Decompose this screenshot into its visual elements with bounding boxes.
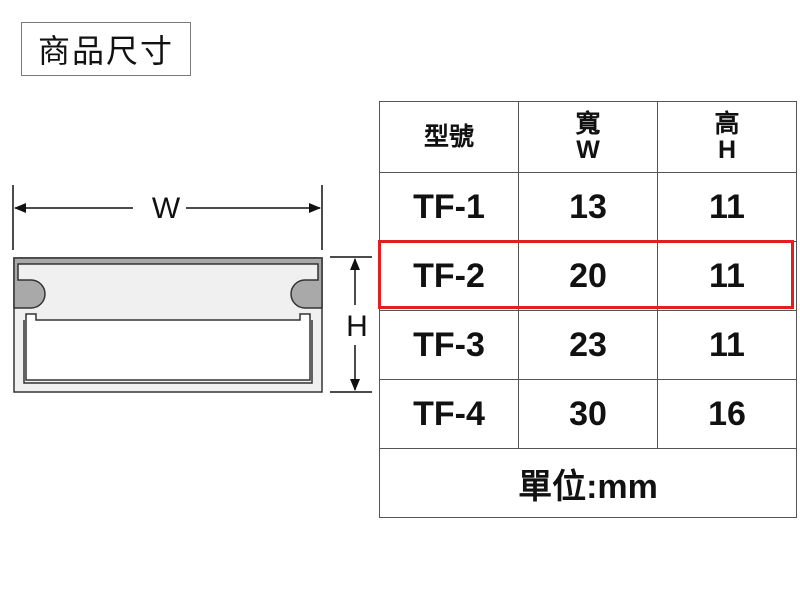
cell-model: TF-3	[379, 310, 519, 380]
table-row: TF-3 23 11	[379, 310, 797, 380]
duct-cross-section	[13, 257, 323, 393]
header-width-cn: 寬	[575, 109, 601, 138]
cell-width: 20	[518, 241, 658, 311]
cable-duct-diagram: W H	[12, 185, 372, 393]
height-label: H	[346, 310, 368, 343]
page-title: 商品尺寸	[21, 22, 191, 76]
cell-height: 11	[657, 172, 797, 242]
cell-width: 23	[518, 310, 658, 380]
width-dimension: W	[12, 185, 323, 250]
header-height-cn: 高	[714, 109, 740, 138]
cell-height: 16	[657, 379, 797, 449]
header-height: 高 H	[657, 101, 797, 173]
header-model: 型號	[379, 101, 519, 173]
header-width: 寬 W	[518, 101, 658, 173]
table-row: TF-4 30 16	[379, 379, 797, 449]
header-height-en: H	[717, 136, 737, 164]
cell-width: 30	[518, 379, 658, 449]
unit-label: 單位:mm	[379, 448, 797, 518]
header-width-en: W	[576, 136, 600, 164]
table-row: TF-1 13 11	[379, 172, 797, 242]
table-header-row: 型號 寬 W 高 H	[379, 101, 797, 173]
cell-width: 13	[518, 172, 658, 242]
cell-height: 11	[657, 310, 797, 380]
cell-model: TF-1	[379, 172, 519, 242]
unit-row: 單位:mm	[379, 448, 797, 518]
height-dimension: H	[330, 256, 372, 393]
cell-height: 11	[657, 241, 797, 311]
cell-model: TF-4	[379, 379, 519, 449]
cell-model: TF-2	[379, 241, 519, 311]
spec-table: 型號 寬 W 高 H TF-1 13 11 TF-2 20 11 TF-3 23…	[379, 101, 797, 518]
width-label: W	[152, 192, 181, 225]
table-row: TF-2 20 11	[379, 241, 797, 311]
